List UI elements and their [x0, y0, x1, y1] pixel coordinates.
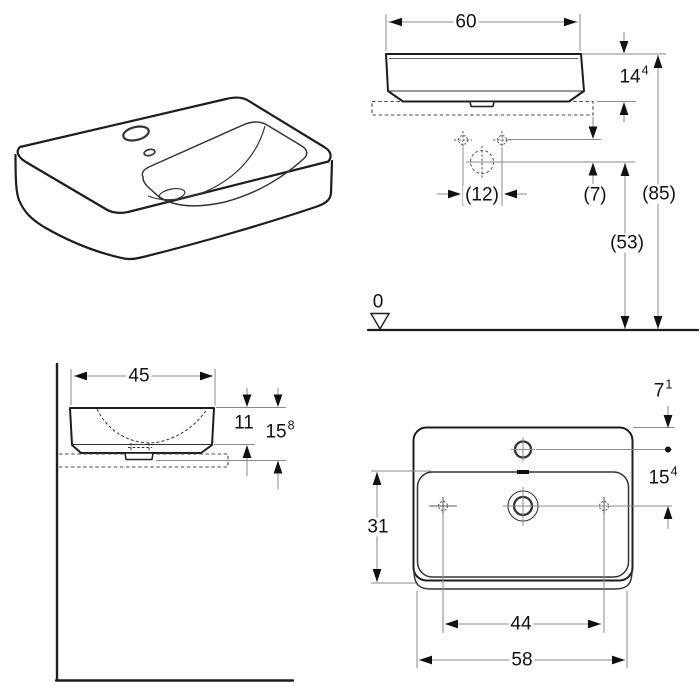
dim-depth-label: 45 — [126, 365, 152, 387]
basin-front-outline — [385, 53, 585, 103]
dim-basin-height-label: 11 — [232, 412, 256, 434]
dim-total-height-label: 158 — [263, 418, 297, 443]
overflow-hole-3d — [143, 148, 156, 157]
wall-floor-lines — [54, 362, 295, 682]
drain-outlet-side — [124, 452, 154, 461]
dim-counter-outlet-label: (7) — [581, 184, 609, 206]
dim-tap-drain-label: 154 — [646, 464, 680, 489]
dim-front-height-label: 144 — [617, 63, 651, 88]
dim-hole-spacing-label: 44 — [508, 613, 534, 635]
plan-view — [371, 406, 675, 668]
dimension-dot — [665, 446, 671, 453]
drain-outlet-front — [469, 100, 495, 108]
perspective-view — [14, 96, 334, 261]
dim-outlet-height-label: (53) — [608, 232, 646, 254]
dim-front-width-bottom-label: 58 — [509, 649, 535, 671]
front-elevation-view — [366, 14, 700, 332]
side-section-view — [54, 362, 295, 682]
dim-rim-height-label: (85) — [640, 183, 678, 205]
drain-hole-3d — [158, 187, 186, 202]
dim-tap-offset-label: 71 — [651, 377, 675, 402]
dim-tap-spacing-label: (12) — [463, 184, 501, 206]
tap-hole-3d — [122, 125, 150, 142]
datum-triangle — [369, 312, 391, 331]
basin-side-outline — [69, 407, 215, 454]
dim-bowl-depth-label: 31 — [365, 516, 391, 538]
floor-datum-label: 0 — [370, 291, 386, 313]
dim-front-width-label: 60 — [453, 11, 479, 33]
